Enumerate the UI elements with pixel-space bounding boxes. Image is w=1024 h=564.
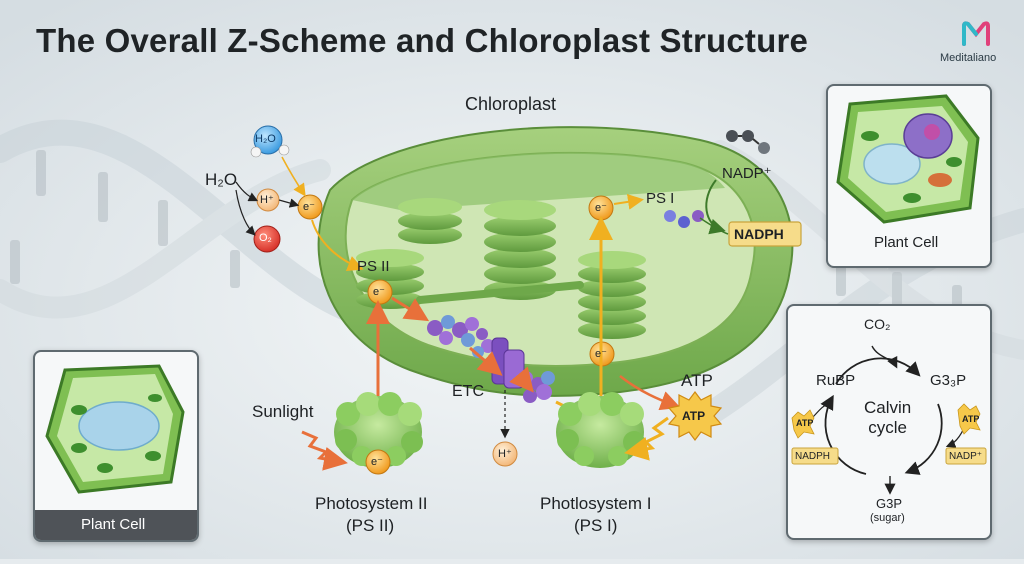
ps1-label: PS I: [646, 190, 675, 207]
atp-badge-text: ATP: [682, 409, 706, 423]
plant-cell-illustration-top: [836, 94, 980, 224]
electron-to-ps1-label-arrow: [613, 193, 644, 210]
chloroplast-label: Chloroplast: [465, 94, 557, 114]
sunlight-label: Sunlight: [252, 402, 314, 421]
water-molecule-text: H₂O: [255, 133, 276, 145]
etc-flow-arrow-1: [469, 346, 503, 376]
electron-text-water: e⁻: [303, 201, 315, 213]
electron-to-etc-arrow: [391, 296, 430, 322]
brand-logo: [962, 20, 990, 46]
ps2-center-electron-text: e⁻: [371, 456, 383, 468]
ps1-electron-upper-text: e⁻: [595, 202, 607, 214]
calvin-g3p-output: G3P: [876, 496, 903, 511]
thylakoid-stack-4: [578, 251, 646, 339]
page-title: The Overall Z-Scheme and Chloroplast Str…: [36, 22, 809, 59]
ps2-electron-text: e⁻: [373, 286, 385, 298]
atp-synthesis-arrow: [619, 375, 681, 411]
water-label: H₂O: [205, 170, 238, 189]
nadph-reduction-arrow: [705, 179, 726, 235]
calvin-center-label: Calvin cycle: [864, 398, 912, 437]
etc-label: ETC: [452, 383, 484, 400]
ps2-reaction-center-electron: [365, 449, 391, 475]
plant-cell-label-left-bar: [35, 510, 197, 540]
plant-cell-label-left: Plant Cell: [81, 516, 146, 533]
photosystem-i: [556, 392, 645, 468]
proton-ball: [492, 441, 518, 467]
etc-complex-cluster: [427, 315, 495, 358]
atp-starburst: [667, 391, 723, 441]
photosystem-ii: [334, 392, 423, 468]
water-splitting: [235, 125, 364, 271]
nadph-label: NADPH: [734, 226, 784, 242]
plant-cell-panel-top: Plant Cell: [826, 84, 992, 268]
calvin-atp-left: ATP: [796, 418, 814, 428]
ps1-name: Photlosystem I: [540, 494, 652, 513]
sunlight-bolt-ps1: [624, 416, 669, 461]
plant-cell-label-top: Plant Cell: [874, 234, 939, 251]
nadph-box: [728, 221, 802, 247]
calvin-g3p-top: G3₃P: [930, 372, 967, 389]
ps2-abbr: (PS II): [346, 516, 395, 535]
ps1-electron-lower-text: e⁻: [595, 348, 607, 360]
calvin-cycle-panel: CO₂ RuBP G3₃P Calvin cycle ATP ATP NADPH…: [786, 304, 992, 540]
oxygen-text: O₂: [259, 232, 272, 244]
calvin-nadph: NADPH: [795, 451, 831, 462]
calvin-atp-right: ATP: [962, 414, 980, 424]
ps2-label: PS II: [357, 258, 390, 275]
plant-cell-illustration-left: [45, 364, 185, 494]
sunlight-bolt-ps2: [301, 430, 348, 471]
calvin-nadp: NADP⁺: [949, 451, 983, 462]
etc-flow-arrow-2: [509, 366, 534, 393]
plant-cell-panel-left: Plant Cell: [33, 350, 199, 542]
thylakoid-stack-2: [398, 198, 462, 244]
brand-name: Meditaliano: [940, 52, 997, 64]
ferredoxin-molecule: [664, 210, 704, 228]
brand-logo-icon: [962, 21, 990, 46]
stroma-lamella: [416, 281, 584, 304]
calvin-cycle-diagram: [791, 345, 987, 495]
atp-label: ATP: [681, 371, 713, 390]
calvin-rubp: RuBP: [816, 372, 856, 389]
calvin-co2: CO₂: [864, 316, 891, 332]
ps1-abbr: (PS I): [574, 516, 618, 535]
nadp-label: NADP⁺: [722, 165, 772, 182]
nadp-molecule: [726, 130, 770, 154]
proton-text-etc: H⁺: [498, 448, 512, 460]
ps2-name: Photosystem II: [315, 494, 428, 513]
calvin-sugar: (sugar): [870, 512, 905, 524]
proton-text-water: H⁺: [260, 194, 274, 206]
